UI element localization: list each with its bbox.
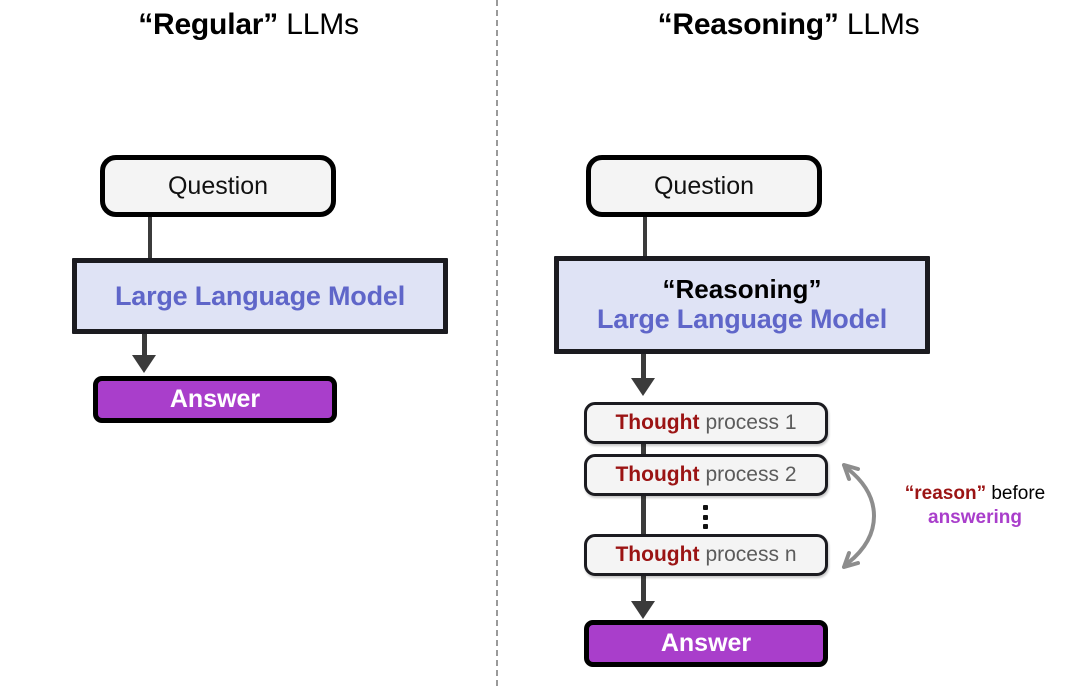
left-arrowhead-to-answer [132, 355, 156, 373]
right-thought-n-keyword: Thought [615, 543, 700, 566]
right-arrowhead-to-answer [631, 601, 655, 619]
right-thought-2-body: process 2 [705, 463, 797, 486]
right-connector-llm-to-thought1 [641, 354, 646, 384]
annotation-line-1: “reason” before [880, 482, 1070, 506]
right-connector-question-to-llm [643, 210, 647, 260]
right-answer-box[interactable]: Answer [584, 620, 828, 667]
right-thought-box-2[interactable]: Thought process 2 [584, 454, 828, 496]
panel-divider [496, 0, 498, 686]
thought-ellipsis [703, 505, 708, 529]
annotation-answering-text: answering [928, 507, 1022, 529]
left-answer-box[interactable]: Answer [93, 376, 337, 423]
right-thought-box-1[interactable]: Thought process 1 [584, 402, 828, 444]
right-panel-title-keyword: “Reasoning” [657, 8, 839, 41]
right-answer-label: Answer [660, 629, 752, 657]
annotation-reason-keyword: “reason” [904, 483, 987, 504]
left-question-label: Question [167, 171, 269, 200]
right-llm-main-label: Large Language Model [596, 304, 888, 335]
left-connector-llm-to-answer [142, 332, 147, 360]
left-question-box[interactable]: Question [100, 155, 336, 217]
right-panel-title-plain: LLMs [838, 8, 920, 41]
right-thought-1-body: process 1 [705, 411, 797, 434]
right-panel-title: “Reasoning” LLMs [497, 8, 1080, 42]
left-connector-question-to-llm [148, 210, 152, 262]
right-llm-box[interactable]: “Reasoning” Large Language Model [554, 256, 930, 354]
right-llm-top-label: “Reasoning” [662, 274, 822, 305]
reason-brace-icon [842, 463, 877, 569]
right-thought-box-n[interactable]: Thought process n [584, 534, 828, 576]
right-thought-2-keyword: Thought [615, 463, 700, 486]
right-connector-thoughtn-to-answer [641, 576, 646, 608]
annotation-before-text: before [986, 483, 1046, 504]
left-panel-title: “Regular” LLMs [0, 8, 497, 42]
right-arrowhead-to-thought1 [631, 378, 655, 396]
left-panel-title-keyword: “Regular” [138, 8, 279, 41]
reason-before-answering-annotation: “reason” before answering [880, 482, 1070, 531]
left-llm-main-label: Large Language Model [114, 280, 406, 311]
right-question-label: Question [653, 171, 755, 200]
left-llm-box[interactable]: Large Language Model [72, 258, 448, 334]
right-thought-1-keyword: Thought [615, 411, 700, 434]
left-panel-title-plain: LLMs [278, 8, 359, 41]
right-thought-n-body: process n [705, 543, 797, 566]
right-question-box[interactable]: Question [586, 155, 822, 217]
left-answer-label: Answer [169, 385, 261, 413]
